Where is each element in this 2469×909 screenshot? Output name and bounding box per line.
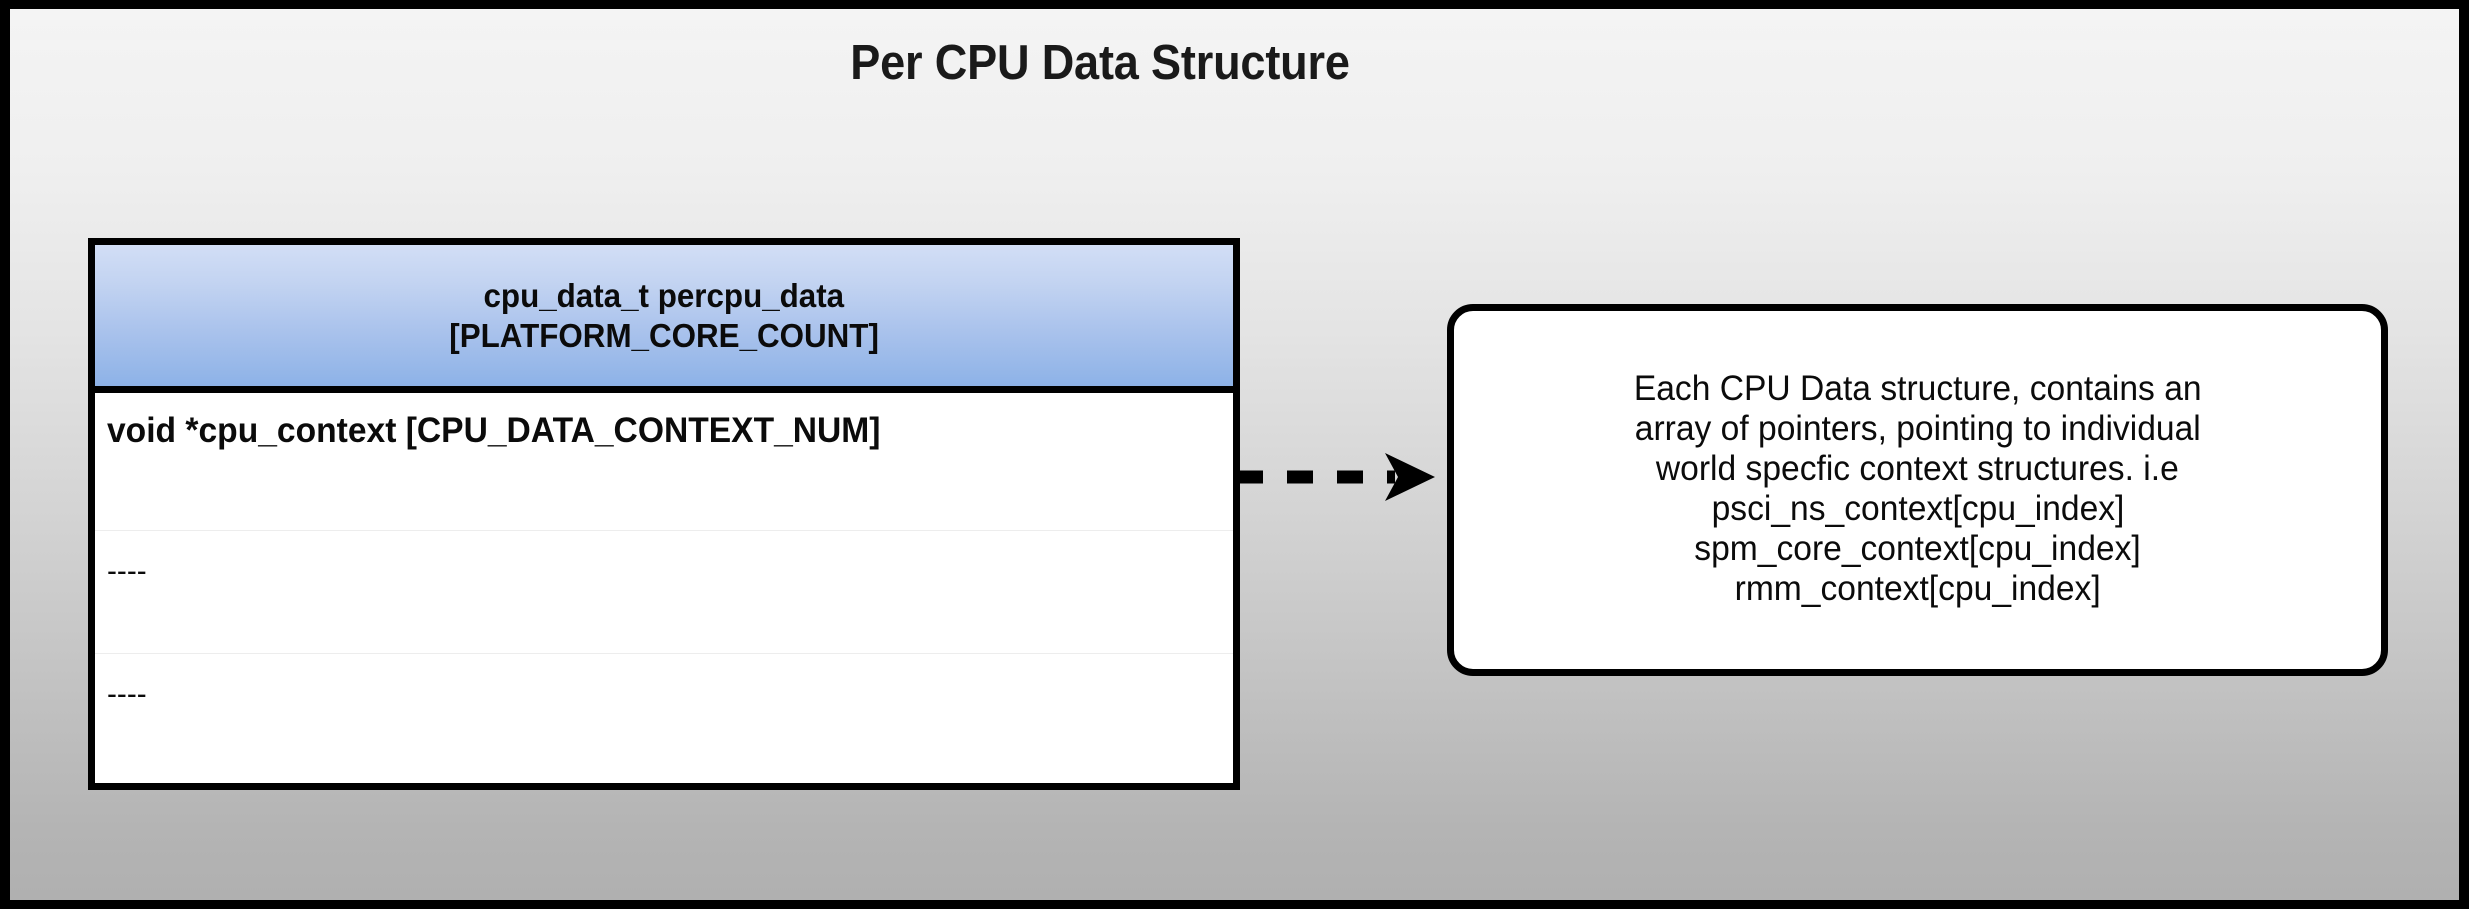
diagram-stage: Per CPU Data Structure cpu_data_t percpu… [10,9,2459,900]
table-header: cpu_data_t percpu_data [PLATFORM_CORE_CO… [95,245,1233,393]
table-row: void *cpu_context [CPU_DATA_CONTEXT_NUM] [95,393,1233,530]
table-cell-placeholder-2: ---- [107,676,147,711]
table-row: ---- [95,530,1233,653]
percpu-data-table: cpu_data_t percpu_data [PLATFORM_CORE_CO… [88,238,1240,790]
dashed-arrow-icon [1237,453,1435,501]
callout-line: world specfic context structures. i.e [1656,449,2179,489]
callout-box: Each CPU Data structure, contains an arr… [1447,304,2388,676]
table-row: ---- [95,653,1233,776]
table-cell-cpu-context: void *cpu_context [CPU_DATA_CONTEXT_NUM] [107,411,881,450]
callout-line: psci_ns_context[cpu_index] [1711,489,2124,528]
callout-line: array of pointers, pointing to individua… [1634,409,2201,449]
table-header-line-1: cpu_data_t percpu_data [483,276,845,314]
table-cell-placeholder-1: ---- [107,553,147,588]
callout-line: rmm_context[cpu_index] [1734,568,2101,608]
dashed-arrow-connector [1235,441,1450,513]
callout-line: spm_core_context[cpu_index] [1694,528,2141,568]
table-header-line-2: [PLATFORM_CORE_COUNT] [449,316,879,354]
callout-line: Each CPU Data structure, contains an [1633,369,2202,409]
table-body: void *cpu_context [CPU_DATA_CONTEXT_NUM]… [95,393,1233,776]
page-title: Per CPU Data Structure [850,36,1350,90]
